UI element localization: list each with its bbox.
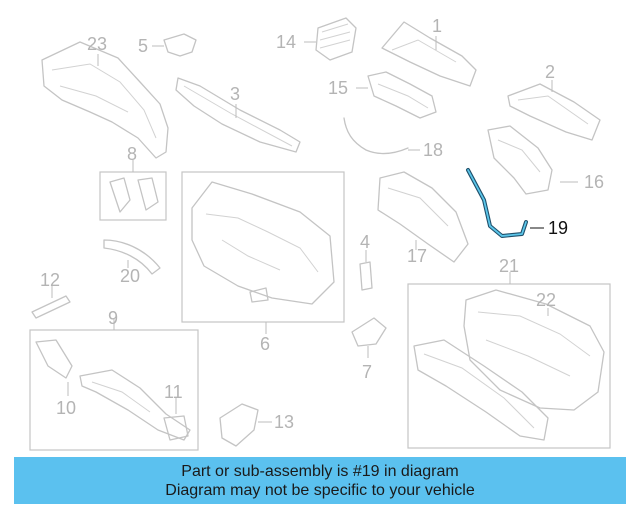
part-13: 13 xyxy=(219,403,294,447)
callout-23: 23 xyxy=(87,34,107,54)
part-16: 16 xyxy=(487,125,604,195)
part-17: 17 xyxy=(377,171,469,266)
callout-6: 6 xyxy=(260,334,270,354)
part-2: 2 xyxy=(507,62,601,141)
part-19: 19 xyxy=(466,168,568,238)
part-21: 21 22 xyxy=(407,256,611,449)
callout-10: 10 xyxy=(56,398,76,418)
callout-20: 20 xyxy=(120,266,140,286)
part-3: 3 xyxy=(175,77,301,153)
callout-17: 17 xyxy=(407,246,427,266)
banner-line-1: Part or sub-assembly is #19 in diagram xyxy=(181,462,459,480)
part-6: 6 xyxy=(181,171,345,354)
callout-3: 3 xyxy=(230,84,240,104)
banner-line-2: Diagram may not be specific to your vehi… xyxy=(165,481,475,499)
callout-22: 22 xyxy=(536,290,556,310)
part-1: 1 xyxy=(381,16,477,87)
callout-4: 4 xyxy=(360,232,370,252)
part-14: 14 xyxy=(276,17,357,61)
part-22: 22 xyxy=(463,289,605,411)
part-15: 15 xyxy=(328,71,437,119)
callout-15: 15 xyxy=(328,78,348,98)
callout-9: 9 xyxy=(108,308,118,328)
info-banner: Part or sub-assembly is #19 in diagram D… xyxy=(14,457,626,504)
part-12: 12 xyxy=(31,270,71,319)
callout-16: 16 xyxy=(584,172,604,192)
callout-14: 14 xyxy=(276,32,296,52)
callout-11: 11 xyxy=(164,382,183,402)
part-23: 23 xyxy=(41,34,169,159)
part-18: 18 xyxy=(343,117,443,160)
callout-21: 21 xyxy=(499,256,519,276)
callout-8: 8 xyxy=(127,144,137,164)
callout-2: 2 xyxy=(545,62,555,82)
callout-19: 19 xyxy=(548,218,568,238)
part-20: 20 xyxy=(103,239,161,286)
callout-18: 18 xyxy=(423,140,443,160)
part-7: 7 xyxy=(351,317,387,382)
callout-12: 12 xyxy=(40,270,60,290)
part-8: 8 xyxy=(99,144,167,221)
callout-5: 5 xyxy=(138,36,148,56)
callout-1: 1 xyxy=(432,16,442,36)
parts-diagram: 23 5 3 14 1 15 2 xyxy=(29,16,611,451)
callout-13: 13 xyxy=(274,412,294,432)
part-9: 9 10 11 xyxy=(29,308,199,451)
callout-7: 7 xyxy=(362,362,372,382)
part-5: 5 xyxy=(138,33,197,57)
part-4: 4 xyxy=(359,232,373,291)
